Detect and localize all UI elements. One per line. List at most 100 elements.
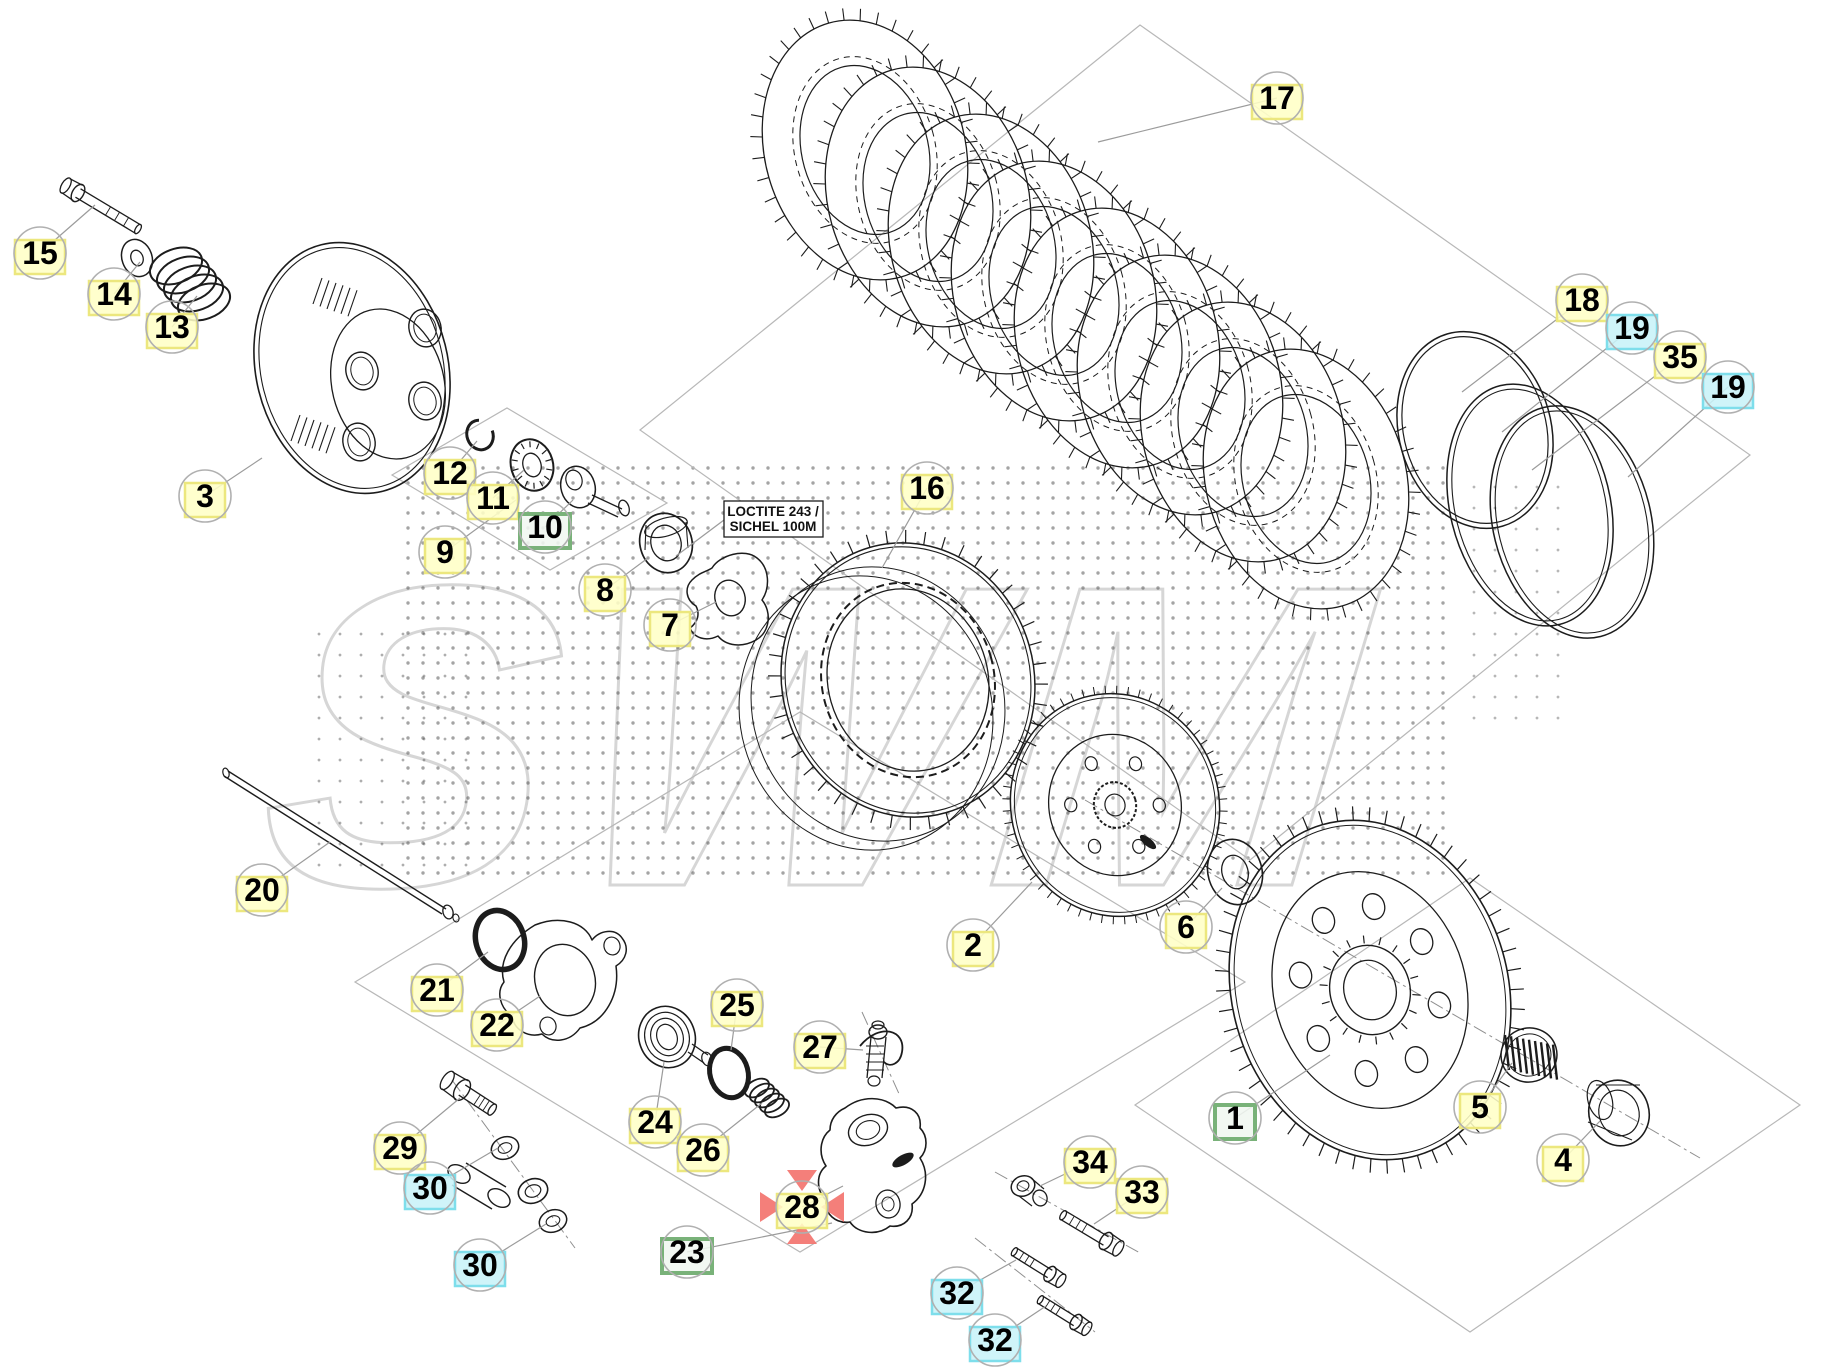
callout-circle [235, 863, 289, 917]
callout-highlight-box [1213, 1103, 1257, 1141]
callout-circle [1555, 273, 1609, 327]
callout-number: 34 [1072, 1144, 1108, 1180]
callout-highlight-box [423, 537, 467, 575]
callout-circle [418, 525, 472, 579]
callout-number: 7 [661, 607, 679, 643]
callout-9[interactable]: 9 [418, 525, 472, 579]
callout-circle [1250, 71, 1304, 125]
callout-13[interactable]: 13 [145, 300, 199, 354]
callout-circle [1701, 360, 1755, 414]
callout-23[interactable]: 23 [660, 1225, 714, 1279]
callout-circle [930, 1266, 984, 1320]
callout-highlight-box [1541, 1145, 1585, 1183]
callout-number: 32 [939, 1275, 975, 1311]
callout-highlight-box [1605, 313, 1659, 351]
callout-35[interactable]: 35 [1653, 330, 1707, 384]
callout-5[interactable]: 5 [1453, 1080, 1507, 1134]
callout-22[interactable]: 22 [470, 998, 524, 1052]
callout-circle [660, 1225, 714, 1279]
callout-1[interactable]: 1 [1208, 1091, 1262, 1145]
callout-highlight-box [1701, 372, 1755, 410]
callout-circle [775, 1180, 829, 1234]
callout-highlight-box [1458, 1092, 1502, 1130]
callout-6[interactable]: 6 [1159, 900, 1213, 954]
callout-number: 19 [1710, 369, 1746, 405]
callout-28[interactable]: 28 [760, 1170, 844, 1244]
callout-number: 20 [244, 872, 280, 908]
callout-circle [403, 1161, 457, 1215]
callout-circle [470, 998, 524, 1052]
callout-26[interactable]: 26 [676, 1123, 730, 1177]
callout-12[interactable]: 12 [423, 446, 477, 500]
callout-33[interactable]: 33 [1115, 1165, 1169, 1219]
callout-circle [968, 1313, 1022, 1367]
callout-18[interactable]: 18 [1555, 273, 1609, 327]
callout-25[interactable]: 25 [710, 978, 764, 1032]
loctite-note-line1: LOCTITE 243 / [727, 504, 819, 519]
callout-circle [1208, 1091, 1262, 1145]
callout-number: 2 [964, 927, 982, 963]
callout-11[interactable]: 11 [466, 471, 520, 525]
callout-15[interactable]: 15 [13, 226, 67, 280]
callout-16[interactable]: 16 [900, 461, 954, 515]
loctite-note: LOCTITE 243 / SICHEL 100M [723, 500, 824, 538]
callout-circle [373, 1121, 427, 1175]
callout-circle [946, 918, 1000, 972]
callout-14[interactable]: 14 [87, 267, 141, 321]
callout-10[interactable]: 10 [518, 500, 572, 554]
callout-32a[interactable]: 32 [930, 1266, 984, 1320]
callout-circle [578, 563, 632, 617]
callout-circle [628, 1095, 682, 1149]
callout-20[interactable]: 20 [235, 863, 289, 917]
callout-30b[interactable]: 30 [453, 1238, 507, 1292]
callout-circle [1159, 900, 1213, 954]
callout-circle [643, 598, 697, 652]
callout-number: 18 [1564, 282, 1600, 318]
callout-24[interactable]: 24 [628, 1095, 682, 1149]
callout-circle [13, 226, 67, 280]
halftone-dots-3 [1455, 470, 1575, 730]
callout-32b[interactable]: 32 [968, 1313, 1022, 1367]
callout-number: 26 [685, 1132, 721, 1168]
callout-highlight-box [466, 483, 520, 521]
callout-circle [410, 963, 464, 1017]
part-art-layer [59, 8, 1655, 1337]
callout-circle [710, 978, 764, 1032]
callout-21[interactable]: 21 [410, 963, 464, 1017]
callout-circle [87, 267, 141, 321]
callout-highlight-box [1164, 912, 1208, 950]
callout-19b[interactable]: 19 [1701, 360, 1755, 414]
callout-number: 12 [432, 455, 468, 491]
callout-number: 13 [154, 309, 190, 345]
callout-8[interactable]: 8 [578, 563, 632, 617]
callout-number: 14 [96, 276, 132, 312]
callout-highlight-box [583, 575, 627, 613]
callout-27[interactable]: 27 [793, 1020, 847, 1074]
callout-number: 4 [1554, 1142, 1572, 1178]
callout-number: 25 [719, 987, 755, 1023]
callout-number: 15 [22, 235, 58, 271]
callout-29[interactable]: 29 [373, 1121, 427, 1175]
position-arrow [760, 1192, 783, 1222]
callout-number: 3 [196, 478, 214, 514]
callout-number: 23 [669, 1234, 705, 1270]
callout-7[interactable]: 7 [643, 598, 697, 652]
callout-19a[interactable]: 19 [1605, 301, 1659, 355]
callout-circle [1605, 301, 1659, 355]
callout-highlight-box [676, 1135, 730, 1173]
callout-3[interactable]: 3 [178, 469, 232, 523]
position-arrow [821, 1192, 844, 1222]
callout-34[interactable]: 34 [1063, 1135, 1117, 1189]
callout-30a[interactable]: 30 [403, 1161, 457, 1215]
callout-number: 30 [412, 1170, 448, 1206]
callout-highlight-box [968, 1325, 1022, 1363]
callout-number: 8 [596, 572, 614, 608]
callout-17[interactable]: 17 [1250, 71, 1304, 125]
callout-circle [900, 461, 954, 515]
callout-2[interactable]: 2 [946, 918, 1000, 972]
callout-number: 10 [527, 509, 563, 545]
callout-number: 5 [1471, 1089, 1489, 1125]
callout-number: 11 [476, 480, 510, 516]
callout-4[interactable]: 4 [1536, 1133, 1590, 1187]
